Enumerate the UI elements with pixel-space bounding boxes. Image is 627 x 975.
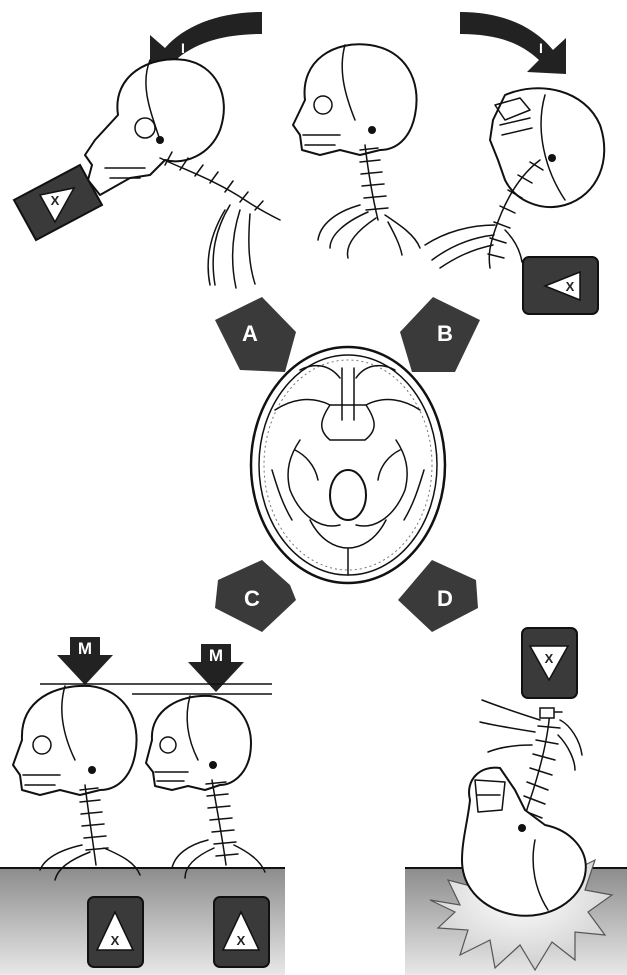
compression-impact-badge-1: X	[88, 897, 143, 967]
spine-icon	[318, 145, 420, 258]
spine-icon	[40, 785, 140, 880]
mass-label-2: M	[209, 646, 223, 665]
direction-label-c: C	[244, 586, 260, 611]
compression-skeleton-2	[146, 696, 265, 878]
arrow-label-top-left: I	[181, 40, 185, 56]
direction-badge-b: B	[400, 297, 480, 372]
direction-label-d: D	[437, 586, 453, 611]
impact-label-compression-2: X	[237, 933, 246, 948]
flexion-skeleton: X	[14, 59, 280, 288]
compression-skeleton-1	[13, 686, 140, 880]
spine-icon	[160, 152, 280, 288]
skull-icon	[13, 686, 137, 795]
skull-icon	[490, 88, 604, 207]
extension-curved-arrow-icon: I	[460, 12, 566, 74]
compression-impact-badge-2: X	[214, 897, 269, 967]
skull-icon	[85, 59, 224, 195]
direction-badge-c: C	[215, 560, 296, 632]
impact-label-inverted: X	[545, 651, 554, 666]
impact-label-flexion: X	[51, 193, 60, 208]
arrow-label-top-right: I	[539, 40, 543, 56]
direction-badge-d: D	[398, 560, 478, 632]
spine-icon	[172, 780, 265, 878]
skull-icon	[462, 768, 586, 916]
extension-skeleton: X	[425, 88, 604, 314]
skull-icon	[293, 44, 417, 155]
skull-base-top-view	[251, 347, 445, 583]
direction-badge-a: A	[215, 297, 296, 372]
neutral-skeleton	[293, 44, 420, 258]
mass-label-1: M	[78, 639, 92, 658]
skull-icon	[146, 696, 251, 790]
mass-arrow-1: M	[57, 637, 113, 685]
inverted-skeleton	[462, 700, 586, 916]
impact-label-extension: X	[566, 279, 575, 294]
inverted-impact-badge: X	[522, 628, 577, 698]
direction-label-a: A	[242, 321, 258, 346]
impact-label-compression-1: X	[111, 933, 120, 948]
extension-impact-badge: X	[523, 257, 598, 314]
mass-arrow-2: M	[188, 644, 244, 692]
direction-label-b: B	[437, 321, 453, 346]
